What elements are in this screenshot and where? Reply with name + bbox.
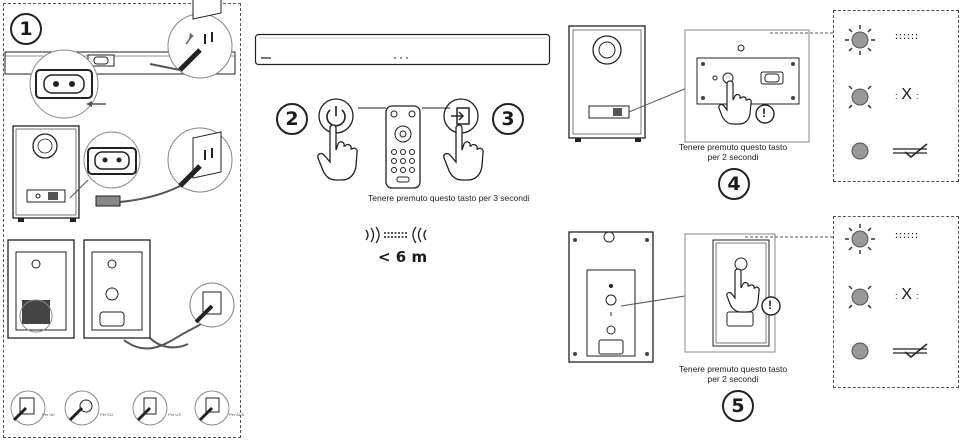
rear-caption: Tenere premuto questo tasto per 2 second…	[668, 364, 798, 384]
subwoofer-caption-line1: Tenere premuto questo tasto	[678, 142, 788, 152]
step5-number: 5	[722, 390, 754, 422]
failed-x-mark: X	[901, 86, 913, 103]
failed-indicator-label: : X :	[895, 86, 918, 104]
step1-soundbar-connection	[4, 0, 236, 426]
failed-x-mark-2: X	[901, 286, 913, 303]
failed-prefix-dots: :	[895, 91, 898, 101]
led-failed-icon-2	[848, 285, 872, 309]
plug-label-us: Per US	[168, 412, 181, 417]
led-connected-icon	[851, 142, 869, 160]
remote-caption: Tenere premuto questo tasto per 3 second…	[368, 193, 530, 203]
led-failed-icon	[848, 85, 872, 109]
rear-caption-line1: Tenere premuto questo tasto	[678, 364, 788, 374]
plug-label-uk: Per UK	[42, 412, 55, 417]
hand-pointer-icon	[317, 124, 358, 181]
hand-pointer-icon-2	[443, 124, 484, 181]
plug-label-aus: Per AUS	[229, 412, 245, 417]
led-connected-icon-2	[851, 342, 869, 360]
remote-control	[385, 105, 421, 189]
soundbar-illustration	[254, 33, 551, 66]
blinking-indicator-label: ::::::	[895, 31, 919, 41]
distance-label: < 6 m	[378, 248, 428, 266]
step4-number: 4	[718, 168, 750, 200]
rear-speaker-pairing	[568, 231, 781, 363]
failed-suffix-dots-2: :	[915, 291, 919, 301]
subwoofer-caption: Tenere premuto questo tasto per 2 second…	[668, 142, 798, 162]
rear-caption-line2: per 2 secondi	[707, 374, 759, 384]
remote-connector-lines	[358, 107, 450, 109]
step3-number: 3	[492, 103, 524, 135]
indicator-connector-top	[770, 32, 834, 34]
indicator-connector-bottom	[745, 236, 834, 238]
plug-label-eu: Per EU	[100, 412, 113, 417]
warning-mark-2: !	[768, 298, 772, 312]
step2-number: 2	[276, 103, 308, 135]
warning-mark: !	[762, 106, 766, 120]
wireless-signal-icon	[365, 226, 427, 244]
indicator-panel-bottom	[833, 216, 959, 388]
connected-indicator-icon	[893, 143, 928, 158]
failed-suffix-dots: :	[915, 91, 919, 101]
subwoofer-pairing	[568, 25, 810, 143]
input-icon	[443, 98, 479, 134]
led-blinking-icon-2	[845, 224, 875, 254]
step1-panel	[3, 3, 241, 438]
failed-indicator-label-2: : X :	[895, 286, 918, 304]
step1-number: 1	[10, 13, 42, 45]
led-blinking-icon	[845, 25, 875, 55]
blinking-indicator-label-2: ::::::	[895, 230, 919, 240]
connected-indicator-icon-2	[893, 343, 928, 358]
subwoofer-caption-line2: per 2 secondi	[707, 152, 759, 162]
failed-prefix-dots-2: :	[895, 291, 898, 301]
indicator-panel-top	[833, 10, 959, 182]
